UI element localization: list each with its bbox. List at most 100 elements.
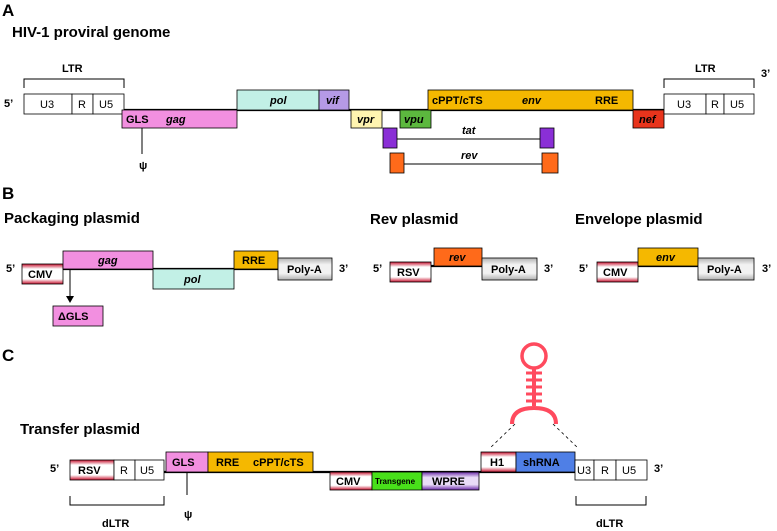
packaging-five-prime: 5’ [6, 263, 15, 275]
packaging-cmv-label: CMV [28, 269, 53, 281]
packaging-title: Packaging plasmid [4, 210, 140, 227]
transfer-dltr-left-bracket [69, 496, 165, 506]
envelope-plasmid-polya-label: Poly-A [707, 264, 742, 276]
hiv-gag-box [121, 109, 238, 129]
packaging-pol-label: pol [183, 274, 201, 286]
hiv-rev-exon2 [541, 152, 559, 174]
shrna-callout-left [489, 423, 516, 449]
hiv-genome-title: HIV-1 proviral genome [12, 24, 170, 41]
transfer-u5-right-box [615, 459, 648, 481]
rev-plasmid-polya-box [481, 257, 538, 281]
envelope-plasmid-polya-box [697, 257, 755, 281]
transfer-gls-label: GLS [172, 457, 195, 469]
transfer-cppt-label: cPPT/cTS [253, 457, 304, 469]
hiv-psi-symbol: ψ [139, 160, 147, 172]
hiv-env-label: env [522, 95, 542, 107]
rev-plasmid-rev-label: rev [449, 252, 466, 264]
hiv-rev-exon1 [389, 152, 405, 174]
envelope-plasmid-three-prime: 3’ [762, 263, 771, 275]
transfer-r-right-label: R [601, 465, 609, 477]
hiv-u5-right-box [723, 93, 755, 115]
hiv-vif-label: vif [326, 95, 340, 107]
panel-b-label: B [2, 184, 14, 203]
transfer-psi-symbol: ψ [184, 509, 192, 521]
hiv-vif-box [318, 89, 350, 111]
envelope-plasmid-env-label: env [656, 252, 676, 264]
rev-plasmid-polya-label: Poly-A [491, 264, 526, 276]
transfer-dltr-right-label: dLTR [596, 518, 623, 530]
transfer-rre-label: RRE [216, 457, 239, 469]
transfer-shrna-label: shRNA [523, 457, 560, 469]
hiv-ltr-left-label: LTR [62, 63, 83, 75]
hiv-cppt-label: cPPT/cTS [432, 95, 483, 107]
transfer-rre-cppt-box [207, 451, 314, 473]
hiv-u5-left-box [92, 93, 125, 115]
envelope-plasmid-five-prime: 5’ [579, 263, 588, 275]
hiv-ltr-right-bracket [663, 78, 755, 88]
hiv-three-prime: 3’ [761, 68, 770, 80]
rev-plasmid-five-prime: 5’ [373, 263, 382, 275]
rev-plasmid-title: Rev plasmid [370, 211, 458, 228]
hiv-gls-label: GLS [126, 114, 149, 126]
transfer-wpre-label: WPRE [432, 476, 465, 488]
packaging-dgls-label: ΔGLS [58, 311, 89, 323]
transfer-u5-left-box [134, 459, 165, 481]
packaging-three-prime: 3’ [339, 263, 348, 275]
hiv-u5-left-label: U5 [99, 99, 113, 111]
hiv-u3-right-label: U3 [677, 99, 691, 111]
envelope-plasmid-cmv-label: CMV [603, 267, 628, 279]
transfer-rsv-label: RSV [78, 465, 101, 477]
hiv-ltr-right-label: LTR [695, 63, 716, 75]
hiv-nef-label: nef [639, 114, 657, 126]
rev-plasmid-three-prime: 3’ [544, 263, 553, 275]
hiv-vpr-box [350, 109, 383, 129]
hiv-five-prime: 5’ [4, 98, 13, 110]
envelope-plasmid-title: Envelope plasmid [575, 211, 703, 228]
hiv-ltr-left-bracket [23, 78, 125, 88]
rev-plasmid-rsv-label: RSV [397, 267, 420, 279]
transfer-u3-right-label: U3 [577, 465, 591, 477]
transfer-dltr-left-label: dLTR [102, 518, 129, 530]
hiv-r-left-label: R [78, 99, 86, 111]
envelope-plasmid-env-box [637, 247, 699, 267]
hiv-u3-left-label: U3 [40, 99, 54, 111]
shrna-stemloop-icon [510, 342, 558, 425]
transfer-title: Transfer plasmid [20, 421, 140, 438]
packaging-pol-box [152, 268, 235, 290]
hiv-tat-exon1 [382, 127, 398, 149]
hiv-r-right-label: R [711, 99, 719, 111]
hiv-rev-label: rev [461, 150, 478, 162]
hiv-pol-label: pol [269, 95, 287, 107]
transfer-five-prime: 5’ [50, 463, 59, 475]
hiv-u5-right-label: U5 [730, 99, 744, 111]
packaging-gag-box [62, 250, 154, 270]
transfer-three-prime: 3’ [654, 463, 663, 475]
packaging-cmv-box [21, 263, 64, 285]
transfer-r-left-label: R [120, 465, 128, 477]
rev-plasmid-rev-box [433, 247, 483, 267]
transfer-u5-left-label: U5 [140, 465, 154, 477]
hiv-tat-label: tat [462, 125, 477, 137]
hiv-vpr-label: vpr [357, 114, 375, 126]
hiv-rre-label: RRE [595, 95, 618, 107]
packaging-polya-label: Poly-A [287, 264, 322, 276]
transfer-u5-right-label: U5 [622, 465, 636, 477]
transfer-cmv-label: CMV [336, 476, 361, 488]
shrna-callout-right [552, 423, 579, 449]
hiv-nef-box [632, 109, 665, 129]
panel-c-label: C [2, 346, 14, 365]
hiv-env-box [427, 89, 634, 111]
transfer-wpre-box [421, 471, 480, 491]
envelope-plasmid-cmv-box [596, 261, 639, 283]
transfer-dltr-right-bracket [575, 496, 647, 506]
packaging-polya-box [277, 257, 333, 281]
packaging-rre-label: RRE [242, 255, 265, 267]
packaging-dgls-box [52, 305, 104, 327]
hiv-vpu-label: vpu [404, 114, 424, 126]
panel-a-label: A [2, 1, 14, 20]
hiv-tat-exon2 [539, 127, 555, 149]
hiv-vpu-box [399, 109, 432, 129]
packaging-dgls-arrowhead [66, 296, 74, 303]
packaging-gag-label: gag [97, 255, 118, 267]
